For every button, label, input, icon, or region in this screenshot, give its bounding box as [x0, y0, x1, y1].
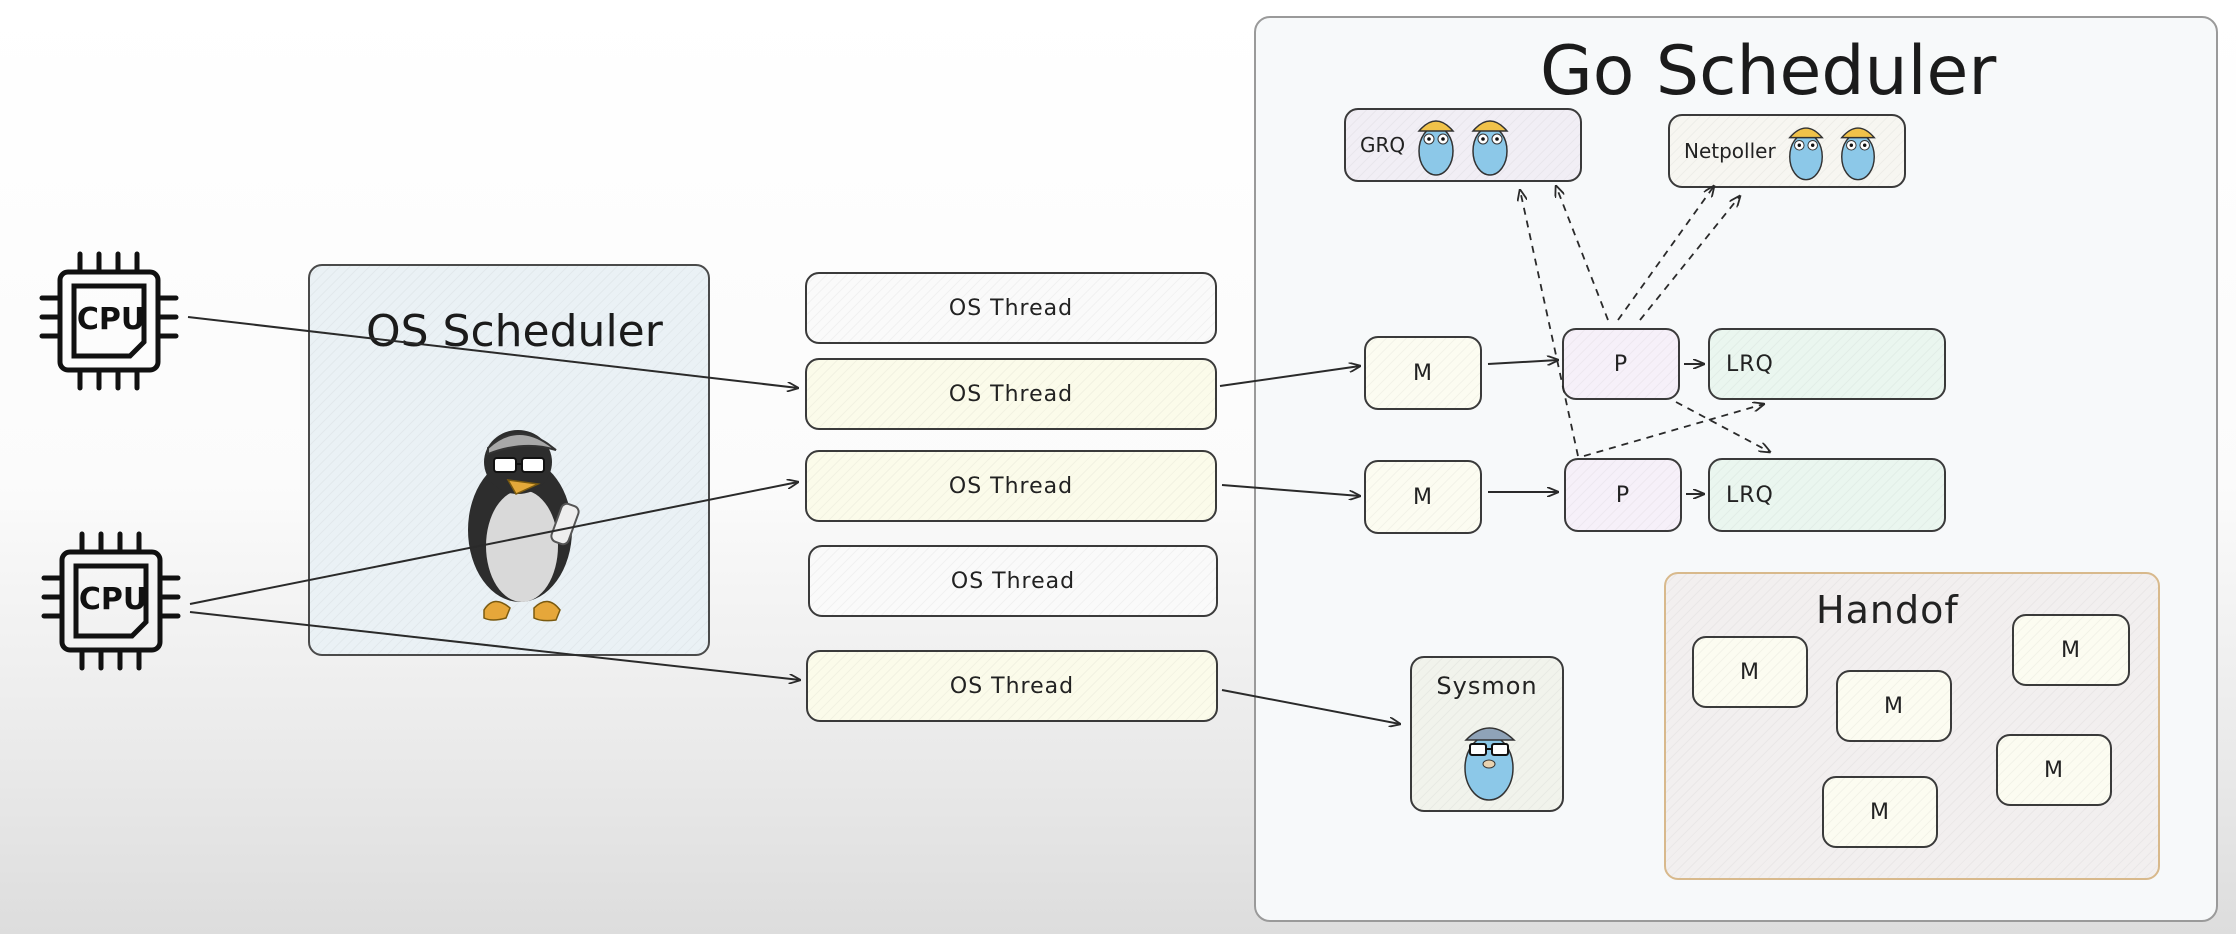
lrq-box: LRQ — [1708, 458, 1946, 532]
gopher-icon — [1839, 127, 1876, 181]
cpu-chip-bottom: CPU — [40, 530, 188, 672]
gopher-icon — [1471, 120, 1509, 176]
machine-label: M — [1413, 360, 1433, 386]
thread-to-sysmon-arrow — [1221, 689, 1400, 724]
steal-arrow — [1639, 196, 1740, 321]
grq-box: GRQ — [1344, 108, 1582, 182]
steal-arrow — [1583, 404, 1764, 457]
cpu-to-thread-arrow — [187, 316, 798, 388]
handoff-machine-box: M — [1692, 636, 1808, 708]
machine-box: M — [1364, 460, 1482, 534]
processor-label: P — [1615, 482, 1631, 508]
processor-label: P — [1613, 351, 1629, 377]
cpu-label: CPU — [76, 302, 146, 337]
thread-to-m-arrow — [1219, 366, 1360, 387]
cpu-to-thread-arrow — [189, 482, 798, 605]
gopher-icon — [1787, 127, 1824, 181]
os-scheduler-panel: OS Scheduler — [308, 264, 710, 656]
handoff-machine-box: M — [2012, 614, 2130, 686]
handoff-machine-box: M — [1822, 776, 1938, 848]
os-thread-3: OS Thread — [805, 450, 1217, 522]
processor-box: P — [1562, 328, 1680, 400]
machine-label: M — [2061, 637, 2081, 663]
cpu-icon — [39, 251, 179, 391]
sysmon-box: Sysmon — [1410, 656, 1564, 812]
os-thread-label: OS Thread — [948, 295, 1074, 321]
grq-label: GRQ — [1360, 133, 1406, 157]
machine-label: M — [1884, 693, 1904, 719]
handoff-title: Handof — [1816, 588, 1959, 632]
handoff-machine-box: M — [1996, 734, 2112, 806]
lrq-label: LRQ — [1726, 482, 1774, 508]
go-scheduler-title: Go Scheduler — [1540, 32, 1997, 111]
steal-arrow — [1675, 401, 1770, 452]
processor-box: P — [1564, 458, 1682, 532]
penguin-icon — [468, 430, 580, 622]
steal-arrow — [1520, 190, 1579, 457]
os-scheduler-title: OS Scheduler — [366, 306, 663, 357]
os-thread-4: OS Thread — [808, 545, 1218, 617]
steal-arrow — [1617, 186, 1714, 321]
m-to-p-arrow — [1487, 360, 1558, 364]
thread-to-m-arrow — [1221, 484, 1360, 496]
machine-label: M — [1740, 659, 1760, 685]
gopher-icon — [1464, 727, 1516, 801]
os-thread-label: OS Thread — [948, 473, 1074, 499]
os-thread-label: OS Thread — [948, 381, 1074, 407]
lrq-box: LRQ — [1708, 328, 1946, 400]
cpu-label: CPU — [78, 582, 148, 617]
machine-box: M — [1364, 336, 1482, 410]
gopher-icon — [1417, 120, 1455, 176]
handoff-machine-box: M — [1836, 670, 1952, 742]
cpu-chip-top: CPU — [38, 250, 186, 392]
cpu-icon — [41, 531, 181, 671]
steal-arrow — [1556, 186, 1609, 321]
machine-label: M — [1413, 484, 1433, 510]
os-thread-1: OS Thread — [805, 272, 1217, 344]
machine-label: M — [2044, 757, 2064, 783]
netpoller-box: Netpoller — [1668, 114, 1906, 188]
sysmon-label: Sysmon — [1436, 672, 1538, 700]
os-thread-2: OS Thread — [805, 358, 1217, 430]
netpoller-label: Netpoller — [1684, 139, 1776, 163]
cpu-to-thread-arrow — [189, 611, 800, 680]
os-thread-label: OS Thread — [950, 568, 1076, 594]
machine-label: M — [1870, 799, 1890, 825]
lrq-label: LRQ — [1726, 351, 1774, 377]
os-thread-label: OS Thread — [949, 673, 1075, 699]
os-thread-5: OS Thread — [806, 650, 1218, 722]
